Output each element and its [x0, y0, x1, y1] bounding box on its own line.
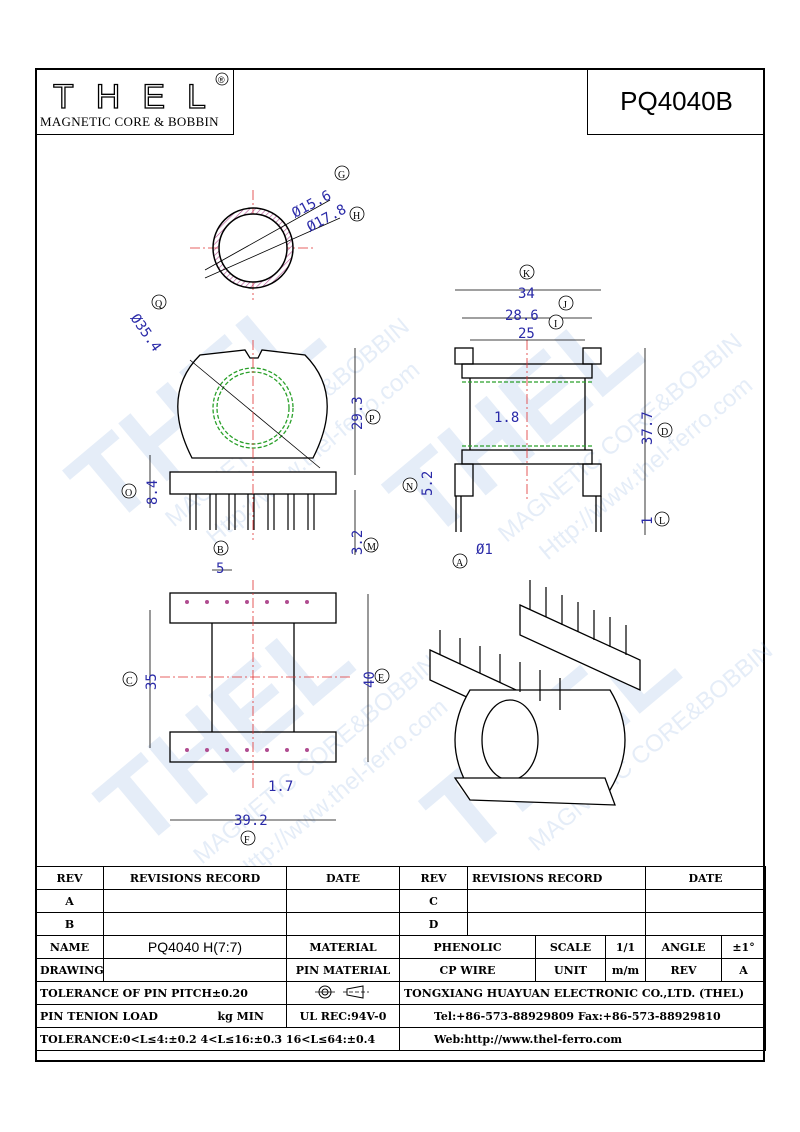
dim-Q-value: Ø35.4: [127, 311, 164, 355]
dim-D-value: 37.7: [640, 411, 656, 445]
dim-N-value: 5.2: [420, 471, 436, 496]
dim-N-letter: N: [406, 482, 413, 493]
dim-D-letter: D: [661, 427, 668, 438]
dim-P-letter: P: [369, 414, 375, 425]
tube-section-view: Ø15.6 Ø17.8 G H: [190, 165, 365, 300]
pin-tension-label: PIN TENION LOAD: [40, 1009, 158, 1023]
dim-A-letter: A: [456, 558, 464, 569]
scale-value: 1/1: [604, 935, 647, 959]
pin-material-label: PIN MATERIAL: [286, 958, 400, 982]
dim-E-value: 40: [362, 671, 378, 688]
title-block: REV REVISIONS RECORD DATE REV REVISIONS …: [35, 866, 767, 1051]
rev-label: REV: [645, 958, 723, 982]
rev-c: C: [399, 889, 468, 913]
projection-symbol: [286, 981, 400, 1005]
part-number: PQ4040B: [620, 85, 733, 116]
dim-C-value: 35: [144, 673, 160, 690]
rev-d: D: [399, 912, 468, 936]
unit-value: m/m: [604, 958, 647, 982]
pin-material-value: CP WIRE: [399, 958, 536, 982]
dim-A-value: Ø1: [476, 542, 493, 558]
isometric-view: [429, 580, 641, 806]
drawing-frame: [35, 68, 765, 1062]
thel-logo: THEL ®: [52, 72, 229, 117]
front-view: [149, 340, 356, 555]
name-value: PQ4040 H(7:7): [103, 935, 287, 959]
company-name: TONGXIANG HUAYUAN ELECTRONIC CO.,LTD. (T…: [398, 981, 767, 1005]
dim-C-letter: C: [126, 676, 133, 687]
dim-G-letter: G: [338, 170, 345, 181]
pin-tension: PIN TENION LOAD kg MIN: [35, 1004, 287, 1028]
name-label: NAME: [35, 935, 104, 959]
dim-O-letter: O: [125, 488, 132, 499]
scale-label: SCALE: [535, 935, 606, 959]
dim-M-letter: M: [367, 542, 376, 553]
unit-label: UNIT: [535, 958, 606, 982]
dim-I-letter: I: [554, 319, 557, 330]
rev-header-2: REV: [399, 866, 468, 890]
revisions-header: REVISIONS RECORD: [103, 866, 287, 890]
technical-drawing: THEL MAGNETIC CORE&BOBBIN Http://www.the…: [46, 165, 778, 866]
revisions-header-2: REVISIONS RECORD: [466, 866, 647, 890]
company-tel: Tel:+86-573-88929809 Fax:+86-573-8892981…: [398, 1004, 767, 1028]
logo-registered: ®: [218, 75, 225, 85]
dim-J-letter: J: [563, 300, 567, 311]
side-view: [454, 289, 646, 535]
dim-H-letter: H: [353, 211, 360, 222]
dim-L-letter: L: [659, 516, 665, 527]
company-web: Web:http://www.thel-ferro.com: [398, 1027, 767, 1051]
angle-label: ANGLE: [645, 935, 723, 959]
general-tolerance: TOLERANCE:0<L≤4:±0.2 4<L≤16:±0.3 16<L≤64…: [35, 1027, 400, 1051]
projection-icon: [315, 984, 369, 999]
date-header-2: DATE: [645, 866, 767, 890]
date-header: DATE: [286, 866, 400, 890]
dim-M-value: 3.2: [350, 530, 366, 555]
bottom-view: [149, 569, 369, 821]
dim-B-letter: B: [217, 545, 224, 556]
rev-a: A: [35, 889, 104, 913]
material-value: PHENOLIC: [399, 935, 536, 959]
dim-1.7-value: 1.7: [268, 779, 293, 795]
dim-L-value: 1: [640, 517, 656, 525]
part-number-box: PQ4040B: [587, 68, 765, 135]
dim-I-value: 25: [518, 326, 535, 342]
pin-tension-unit: kg MIN: [217, 1009, 264, 1023]
rev-header: REV: [35, 866, 104, 890]
dim-F-value: 39.2: [234, 813, 268, 829]
logo-brand: THEL: [53, 78, 228, 116]
dim-Q-letter: Q: [155, 299, 163, 310]
dim-B-value: 5: [216, 561, 224, 577]
dim-P-value: 29.3: [350, 396, 366, 430]
rev-b: B: [35, 912, 104, 936]
logo-tagline: MAGNETIC CORE & BOBBIN: [40, 114, 219, 129]
rev-value: A: [721, 958, 767, 982]
material-label: MATERIAL: [286, 935, 400, 959]
logo-box: THEL ®: [35, 68, 234, 135]
dim-K-letter: K: [523, 269, 531, 280]
dim-J-value: 28.6: [505, 308, 539, 324]
dim-O-value: 8.4: [145, 480, 161, 505]
watermark: THEL MAGNETIC CORE&BOBBIN Http://www.the…: [46, 269, 778, 866]
dim-1.8-value: 1.8: [494, 410, 519, 426]
dim-E-letter: E: [378, 673, 384, 684]
dim-F-letter: F: [244, 835, 250, 846]
drawing-no-label: DRAWING NO: [35, 958, 104, 982]
tolerance-pitch: TOLERANCE OF PIN PITCH±0.20: [35, 981, 287, 1005]
ul-rec: UL REC:94V-0: [286, 1004, 400, 1028]
angle-value: ±1°: [721, 935, 767, 959]
dim-K-value: 34: [518, 286, 535, 302]
